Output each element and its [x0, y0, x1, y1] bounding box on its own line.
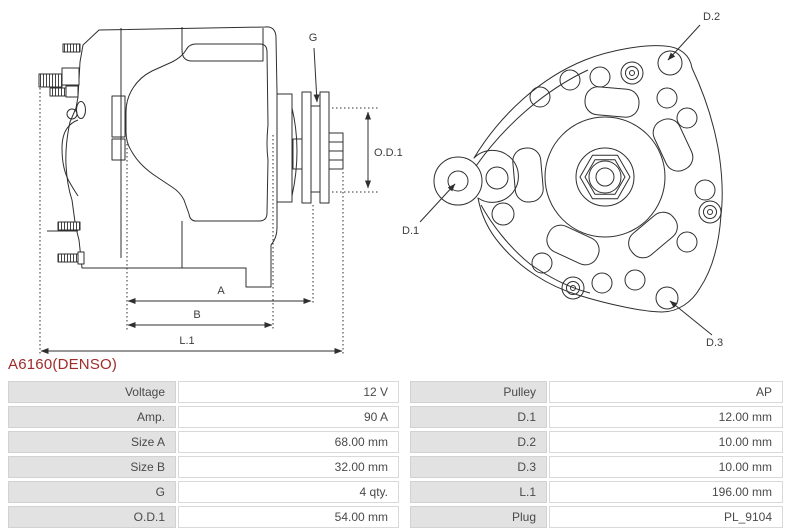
vent-slots	[512, 86, 694, 266]
dim-label-d3: D.3	[706, 337, 723, 349]
spec-value: 32.00 mm	[178, 456, 399, 478]
column-gap	[401, 481, 408, 503]
spec-value: PL_9104	[549, 506, 783, 528]
spec-value: 90 A	[178, 406, 399, 428]
dim-label-d2: D.2	[703, 11, 720, 23]
spec-value: 196.00 mm	[549, 481, 783, 503]
column-gap	[401, 381, 408, 403]
spec-label: Size A	[8, 431, 176, 453]
dim-label-b: B	[193, 309, 200, 321]
dim-label-l1: L.1	[179, 335, 194, 347]
spec-value: 10.00 mm	[549, 456, 783, 478]
column-gap	[401, 506, 408, 528]
spec-label: Size B	[8, 456, 176, 478]
spec-label: D.3	[410, 456, 547, 478]
dim-label-a: A	[217, 285, 225, 297]
rivet-bosses	[561, 61, 722, 300]
dimension-lines	[40, 47, 371, 354]
mounting-holes	[485, 50, 716, 310]
spec-label: L.1	[410, 481, 547, 503]
spec-label: O.D.1	[8, 506, 176, 528]
threaded-studs	[38, 43, 85, 265]
technical-drawing: G O.D.1 A B L.1	[38, 11, 723, 354]
spec-value: 12 V	[178, 381, 399, 403]
dim-label-od1: O.D.1	[374, 147, 403, 159]
spec-label: G	[8, 481, 176, 503]
column-gap	[401, 431, 408, 453]
stator-panel	[125, 43, 269, 222]
side-view	[38, 26, 380, 354]
shaft-nut	[544, 116, 666, 238]
bracket-plate-outline	[473, 45, 723, 313]
column-gap	[401, 456, 408, 478]
spec-value: 54.00 mm	[178, 506, 399, 528]
spec-value: 10.00 mm	[549, 431, 783, 453]
dim-label-g: G	[309, 32, 318, 44]
spec-label: Pulley	[410, 381, 547, 403]
spec-value: AP	[549, 381, 783, 403]
pulley	[301, 91, 344, 204]
plug-boss	[61, 119, 79, 197]
spec-label: Amp.	[8, 406, 176, 428]
part-number-title: A6160(DENSO)	[8, 356, 118, 373]
dim-label-d1: D.1	[402, 225, 419, 237]
spec-value: 12.00 mm	[549, 406, 783, 428]
spec-label: D.1	[410, 406, 547, 428]
spec-table: Voltage 12 V Pulley AP Amp. 90 A D.1 12.…	[8, 381, 783, 528]
spec-value: 4 qty.	[178, 481, 399, 503]
spec-value: 68.00 mm	[178, 431, 399, 453]
leader-lines	[419, 24, 713, 336]
spec-label: Voltage	[8, 381, 176, 403]
alternator-body-outline	[65, 26, 278, 288]
spec-label: Plug	[410, 506, 547, 528]
column-gap	[401, 406, 408, 428]
front-view	[419, 24, 723, 336]
spec-label: D.2	[410, 431, 547, 453]
